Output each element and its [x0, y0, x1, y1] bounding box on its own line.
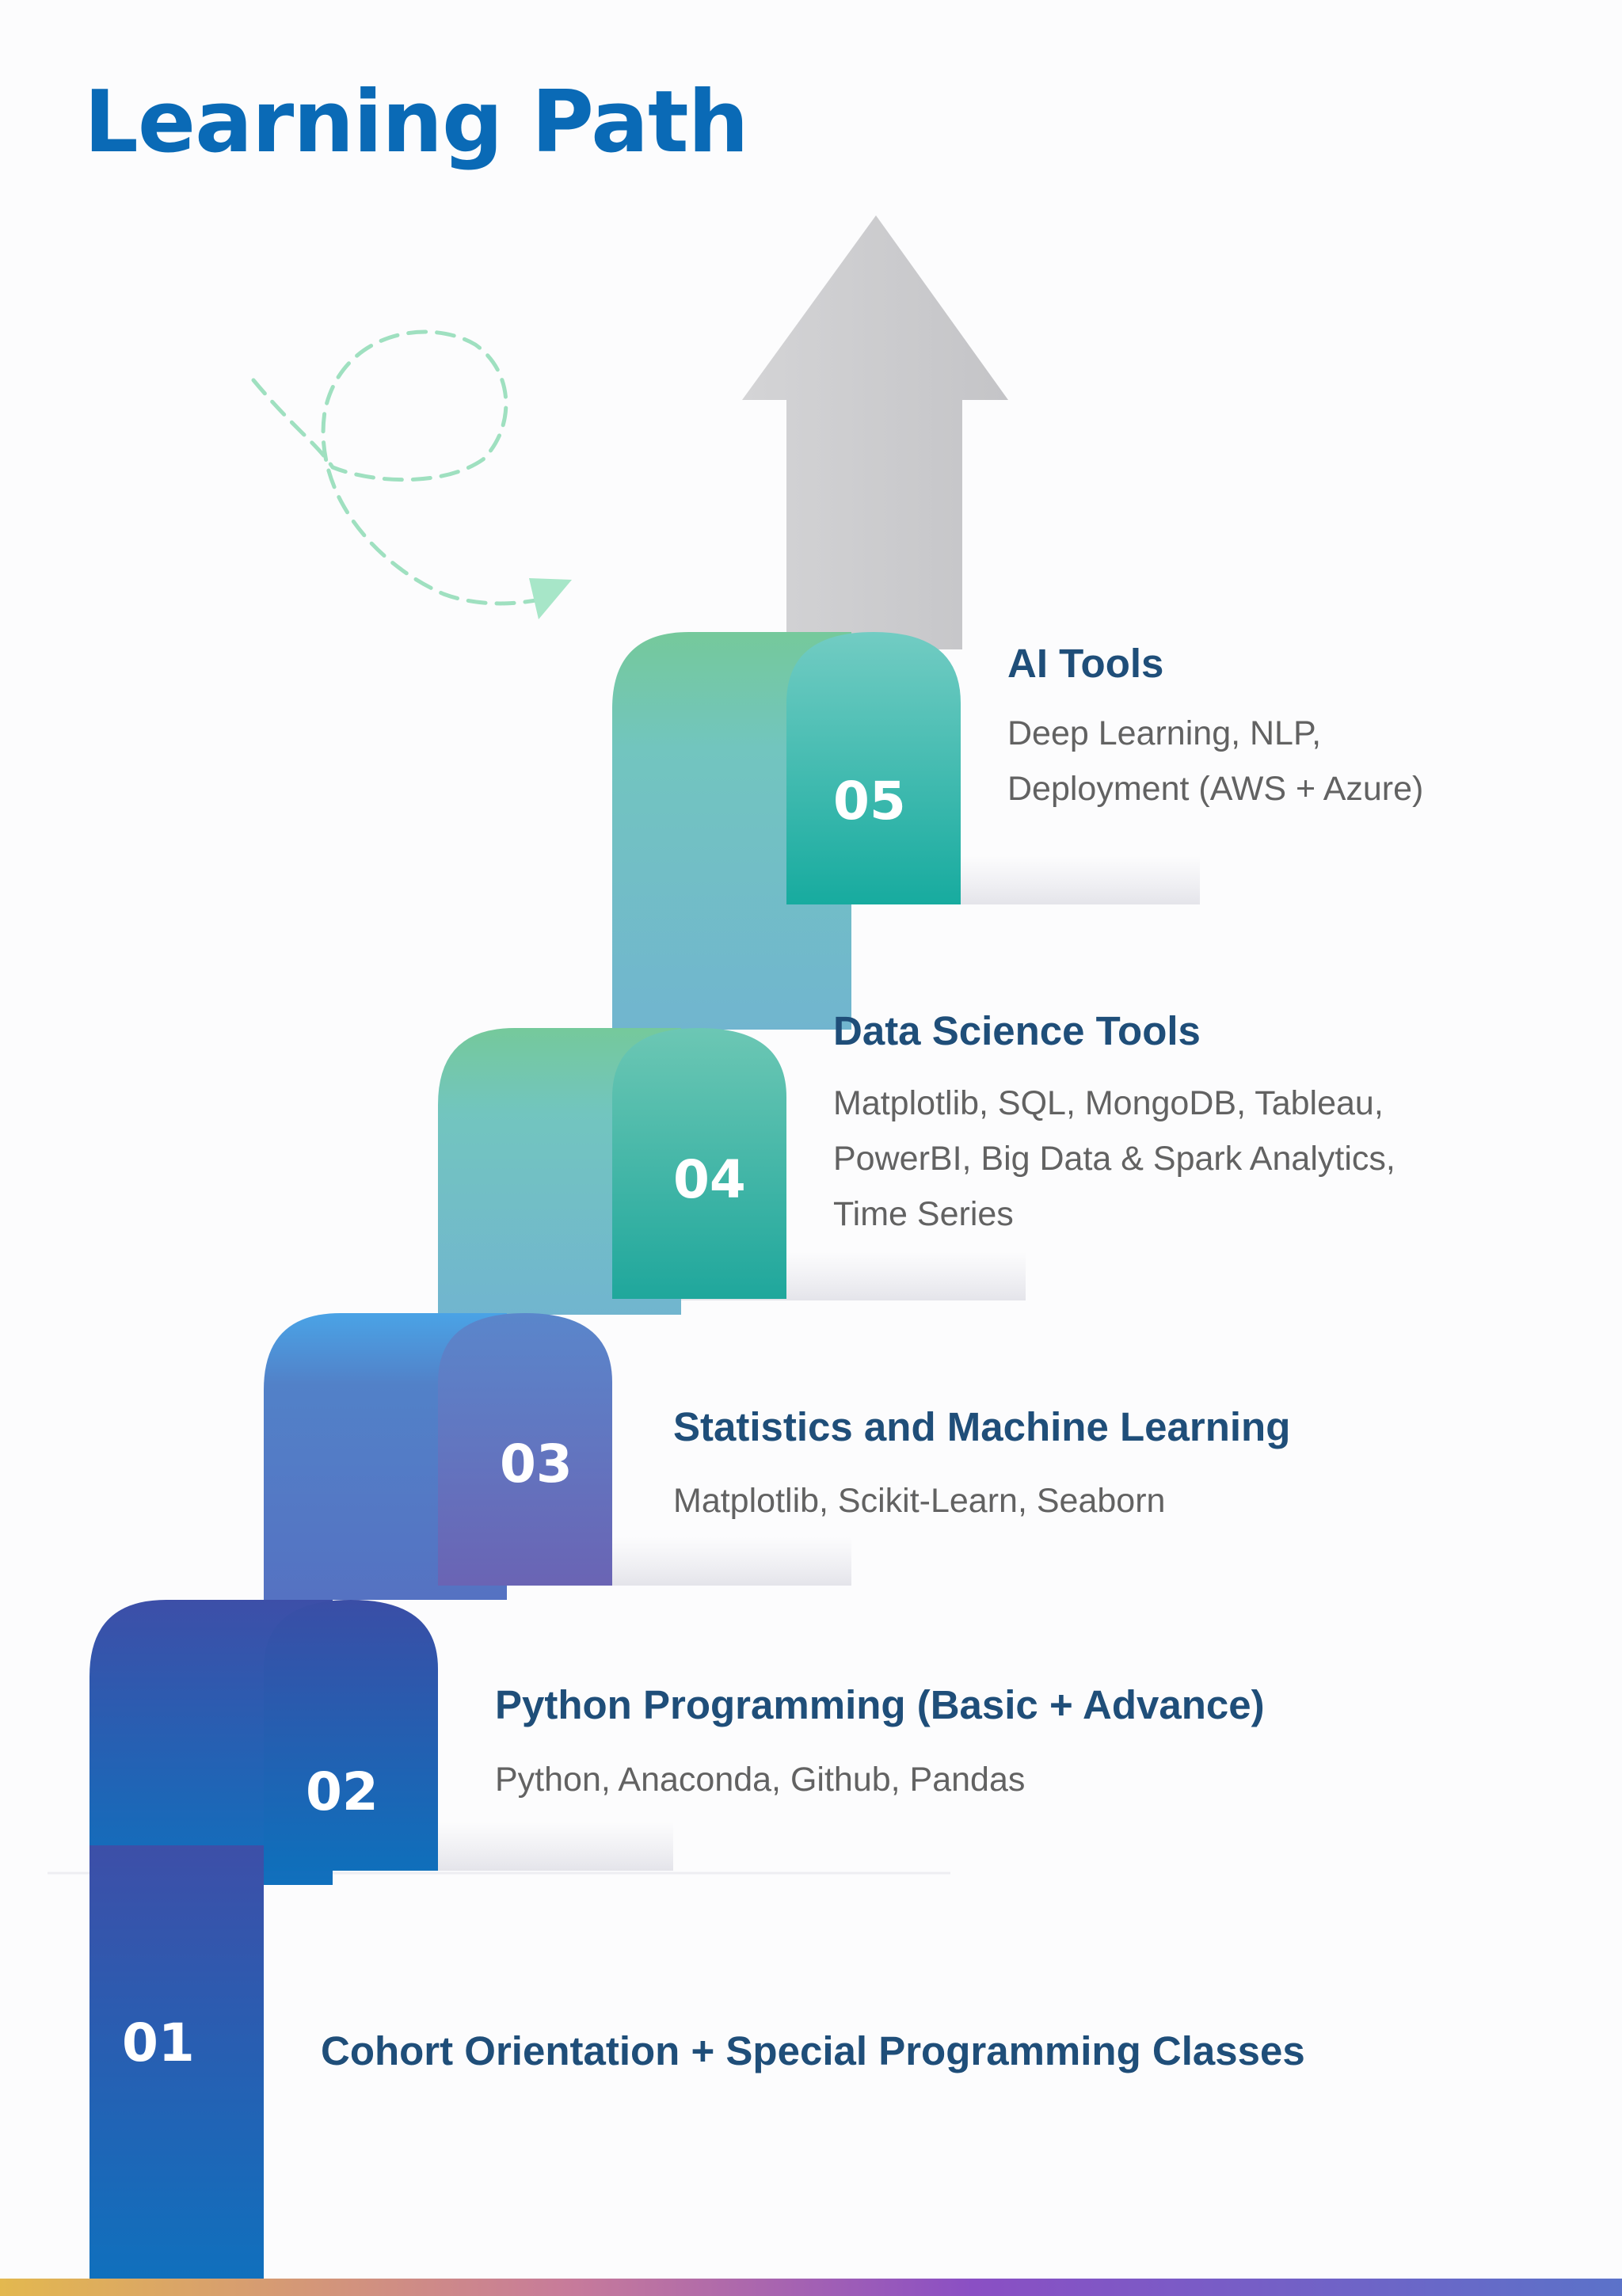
- step-number: 05: [833, 771, 906, 832]
- page-title: Learning Path: [84, 73, 749, 172]
- step-description: Matplotlib, Scikit-Learn, Seaborn: [673, 1473, 1165, 1529]
- step-number: 04: [673, 1149, 746, 1210]
- step-description: Deep Learning, NLP, Deployment (AWS + Az…: [1007, 706, 1423, 817]
- description-line: Matplotlib, SQL, MongoDB, Tableau,: [833, 1084, 1384, 1122]
- step-description: Matplotlib, SQL, MongoDB, Tableau, Power…: [833, 1076, 1395, 1242]
- step-01-face: [89, 1845, 264, 2279]
- description-line: Deep Learning, NLP,: [1007, 714, 1322, 752]
- description-line: Deployment (AWS + Azure): [1007, 770, 1424, 808]
- step-title: Python Programming (Basic + Advance): [495, 1682, 1265, 1727]
- step-description: Python, Anaconda, Github, Pandas: [495, 1752, 1025, 1807]
- step-04-face: [612, 1028, 786, 1299]
- description-line: Matplotlib, Scikit-Learn, Seaborn: [673, 1482, 1166, 1520]
- step-title: Statistics and Machine Learning: [673, 1404, 1291, 1449]
- step-03-face: [438, 1313, 612, 1586]
- step-title: Data Science Tools: [833, 1008, 1201, 1053]
- step-number: 01: [122, 2012, 195, 2073]
- dashed-loop-arrow-icon: [251, 329, 572, 619]
- step-title: Cohort Orientation + Special Programming…: [321, 2028, 1305, 2073]
- step-02-face: [264, 1600, 438, 1871]
- step-05-face: [786, 632, 961, 904]
- step-title: AI Tools: [1007, 641, 1164, 686]
- description-line: PowerBI, Big Data & Spark Analytics,: [833, 1140, 1395, 1178]
- description-line: Time Series: [833, 1195, 1014, 1233]
- description-line: Python, Anaconda, Github, Pandas: [495, 1761, 1026, 1799]
- up-arrow-icon: [742, 215, 1008, 649]
- step-number: 03: [500, 1434, 573, 1494]
- step-number: 02: [306, 1761, 379, 1822]
- bottom-gradient-bar: [0, 2279, 1622, 2296]
